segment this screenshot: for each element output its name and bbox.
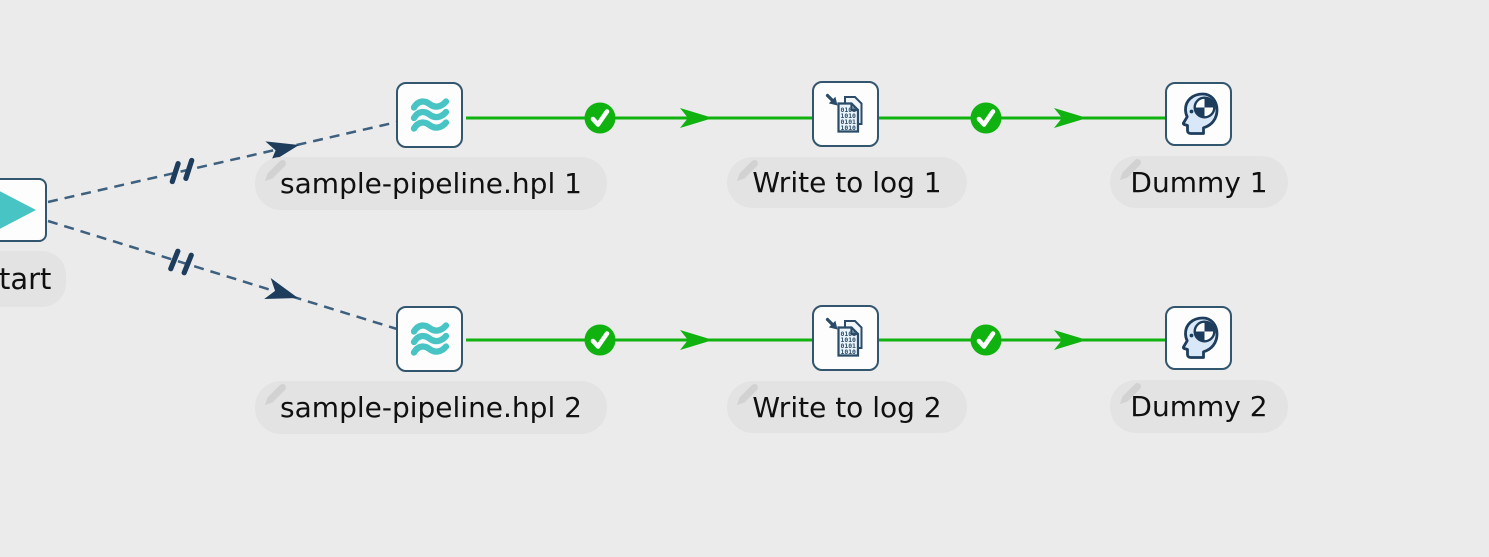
parallel-marker-icon <box>169 157 195 185</box>
hop-pipeline1-to-log1[interactable] <box>466 102 812 134</box>
edit-pencil-icon <box>737 384 758 405</box>
svg-text:0101: 0101 <box>840 118 856 126</box>
action-node-dummy-1[interactable] <box>1165 82 1232 146</box>
action-label-start[interactable]: Start <box>0 251 66 307</box>
write-to-log-icon: 0101 1010 0101 1010 <box>825 317 862 357</box>
action-label-dummy-2[interactable]: Dummy 2 <box>1110 380 1288 433</box>
action-label-text: Dummy 1 <box>1130 165 1268 199</box>
edit-pencil-icon <box>737 160 758 181</box>
action-node-pipeline-2[interactable] <box>396 306 463 372</box>
success-check-icon <box>970 102 1002 134</box>
hop-log2-to-dummy2[interactable] <box>878 324 1165 356</box>
pipeline-waves-icon <box>410 98 449 132</box>
action-label-text: Write to log 1 <box>752 166 942 199</box>
action-label-text: sample-pipeline.hpl 2 <box>280 391 582 424</box>
action-label-text: Write to log 2 <box>752 390 942 424</box>
success-check-icon <box>970 324 1002 356</box>
svg-text:1010: 1010 <box>840 336 856 344</box>
svg-text:1010: 1010 <box>840 112 856 120</box>
edit-pencil-icon <box>1120 383 1141 404</box>
action-label-text: Dummy 2 <box>1130 390 1268 423</box>
hop-arrowhead-icon <box>1054 108 1087 128</box>
action-label-text: sample-pipeline.hpl 1 <box>280 167 582 200</box>
hop-log1-to-dummy1[interactable] <box>878 102 1165 134</box>
action-label-text: Start <box>0 262 52 296</box>
success-check-icon <box>584 102 616 134</box>
hop-arrowhead-icon <box>264 278 298 300</box>
hop-arrowhead-icon <box>680 108 713 128</box>
edit-pencil-icon <box>265 384 286 405</box>
hop-start-to-pipeline2[interactable] <box>47 219 398 331</box>
action-node-write-to-log-2[interactable]: 0101 1010 0101 1010 <box>812 305 879 371</box>
edit-pencil-icon <box>1120 159 1141 180</box>
hop-arrowhead-icon <box>1054 330 1087 350</box>
edit-pencil-icon <box>265 160 286 181</box>
pipeline-waves-icon <box>410 322 449 356</box>
dummy-head-icon <box>1181 92 1218 135</box>
svg-text:1010: 1010 <box>840 348 856 356</box>
success-check-icon <box>584 324 616 356</box>
action-label-write-to-log-1[interactable]: Write to log 1 <box>727 157 967 208</box>
action-label-write-to-log-2[interactable]: Write to log 2 <box>727 381 967 433</box>
action-node-start[interactable] <box>0 178 47 242</box>
svg-text:0101: 0101 <box>840 342 856 350</box>
hop-arrowhead-icon <box>680 330 713 350</box>
action-label-pipeline-1[interactable]: sample-pipeline.hpl 1 <box>255 157 607 210</box>
parallel-marker-icon <box>168 248 194 276</box>
action-label-dummy-1[interactable]: Dummy 1 <box>1110 156 1288 208</box>
write-to-log-icon: 0101 1010 0101 1010 <box>825 93 862 133</box>
svg-text:0101: 0101 <box>840 330 856 338</box>
svg-text:1010: 1010 <box>840 124 856 132</box>
action-label-pipeline-2[interactable]: sample-pipeline.hpl 2 <box>255 381 607 434</box>
play-icon <box>0 191 36 229</box>
action-node-write-to-log-1[interactable]: 0101 1010 0101 1010 <box>812 81 879 147</box>
svg-text:0101: 0101 <box>840 106 856 114</box>
action-node-dummy-2[interactable] <box>1165 306 1232 370</box>
action-node-pipeline-1[interactable] <box>396 82 463 148</box>
dummy-head-icon <box>1181 316 1218 359</box>
hop-pipeline2-to-log2[interactable] <box>466 324 812 356</box>
